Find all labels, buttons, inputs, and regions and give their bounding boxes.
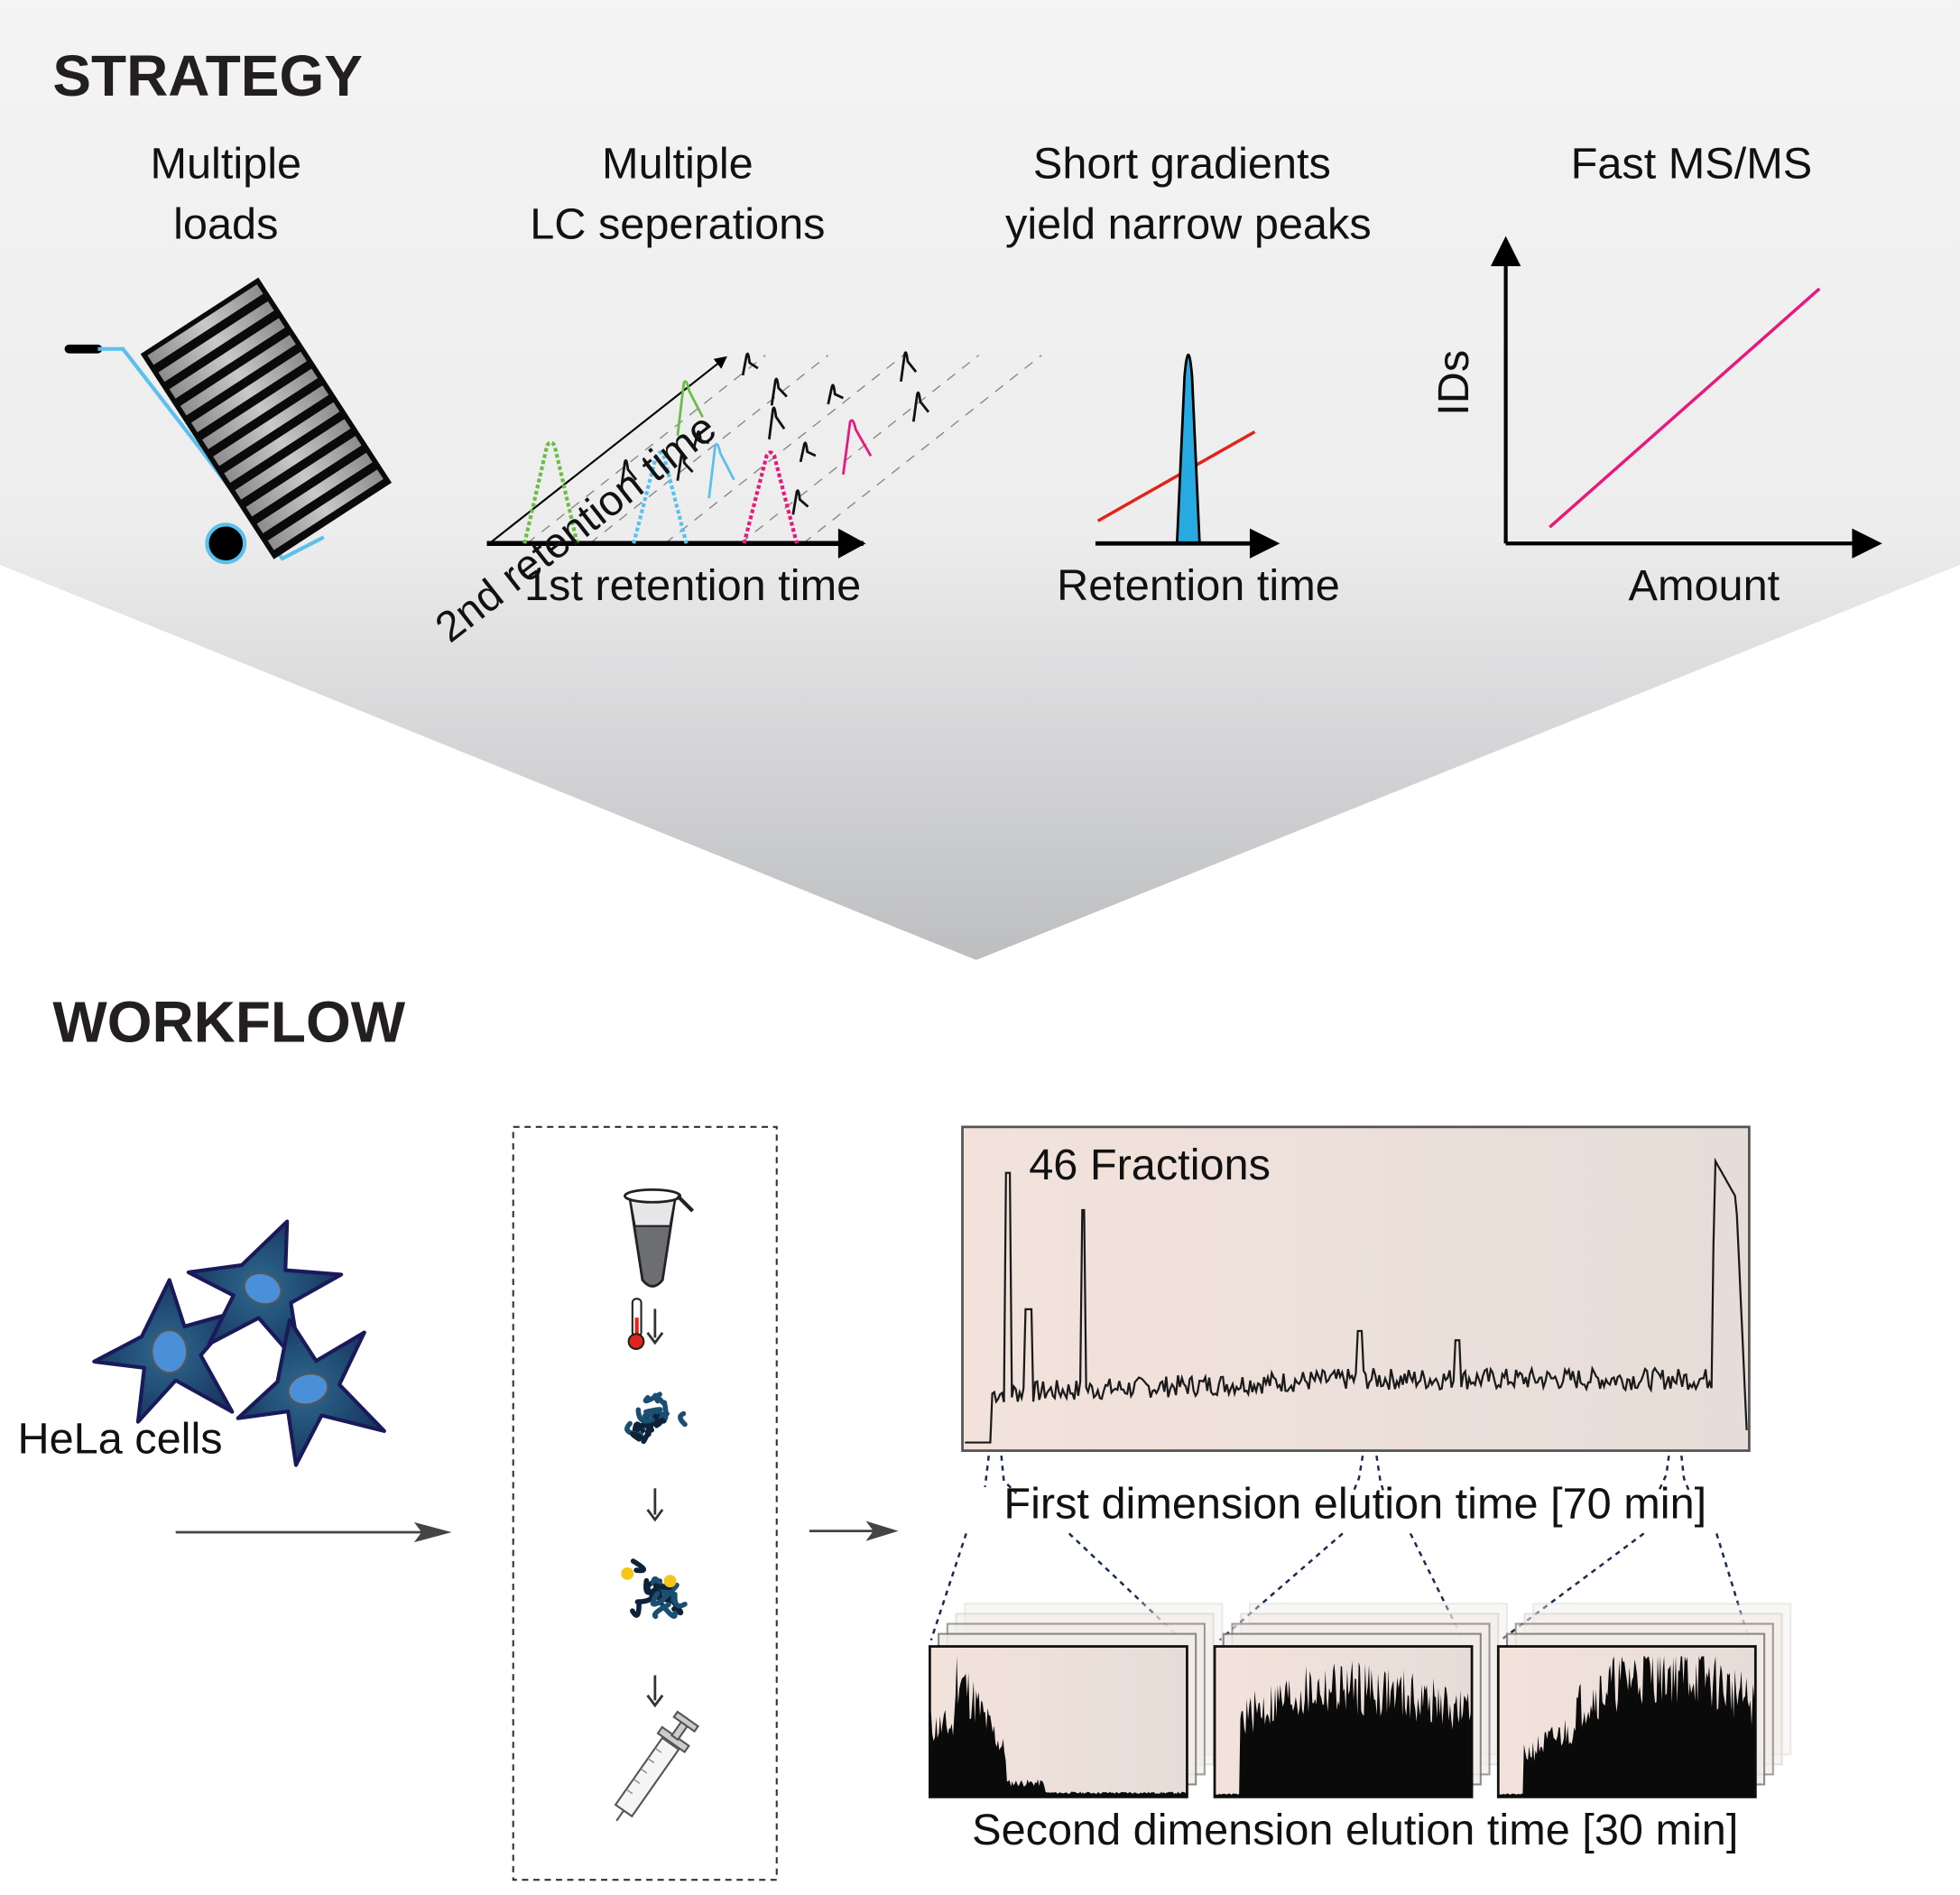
- protein-coil: [656, 1590, 677, 1606]
- chromatographic-peak: [827, 384, 845, 405]
- 2nd-retention-axis: [488, 356, 727, 545]
- flow-arrow-1-head: [413, 1521, 452, 1543]
- 1st-retention-time-label: 1st retention time: [524, 561, 861, 610]
- load-stripe: [245, 436, 362, 517]
- load-stripe: [235, 419, 351, 500]
- protein-coil: [652, 1392, 666, 1406]
- down-arrow-icon: [646, 1675, 664, 1708]
- protein-icon: [624, 1391, 688, 1445]
- amount-axis-label: Amount: [1628, 561, 1780, 610]
- protein-coil: [630, 1602, 642, 1618]
- narrow-peak-diagram: Retention time: [1057, 353, 1340, 610]
- retention-gridline: [664, 355, 904, 544]
- protein-coil: [643, 1407, 663, 1415]
- syringe-injection-icon: [614, 1710, 699, 1822]
- hand-truck-icon: [64, 277, 393, 565]
- retention-time-label: Retention time: [1057, 561, 1340, 610]
- second-dimension-axis-label: Second dimension elution time [30 min]: [972, 1806, 1738, 1854]
- load-stripe: [202, 368, 319, 449]
- strategy-background-chevron: [0, 0, 1960, 960]
- chromatographic-peak: [707, 442, 735, 499]
- load-stripe: [169, 318, 285, 399]
- chromatographic-peak: [799, 441, 817, 463]
- protein-coil: [652, 1602, 671, 1620]
- hela-cells-icon: [92, 1196, 393, 1476]
- retention-gridline: [802, 355, 1042, 544]
- load-stripe: [224, 402, 340, 484]
- chromatographic-peak: [676, 380, 704, 436]
- protein-coil: [678, 1410, 688, 1428]
- chromatographic-peak: [676, 452, 694, 481]
- load-stripe: [158, 300, 274, 383]
- panel4-title: Fast MS/MS: [1571, 140, 1813, 189]
- retention-gridline: [739, 355, 980, 544]
- second-dimension-trace: [929, 1656, 1188, 1798]
- protein-coil: [672, 1591, 688, 1609]
- protein-coil: [643, 1577, 660, 1595]
- protein-coil: [630, 1431, 643, 1442]
- heat-denaturation-thermometer-icon: [627, 1298, 645, 1351]
- chromatographic-peak: [768, 406, 786, 440]
- flow-arrow-2-head: [865, 1521, 899, 1541]
- panel1-title-line2: loads: [173, 199, 278, 248]
- second-dimension-trace: [1215, 1660, 1473, 1798]
- ids-trend-line: [1549, 287, 1821, 529]
- chromatographic-peak: [770, 377, 788, 406]
- chromatographic-peak: [842, 419, 873, 475]
- panel3-title-line2: yield narrow peaks: [1005, 199, 1372, 248]
- phospho-group-icon: [663, 1575, 677, 1588]
- panel3-title-line1: Short gradients: [1033, 140, 1331, 189]
- phospho-group-icon: [621, 1567, 634, 1580]
- protein-coil: [652, 1418, 667, 1428]
- gradient-line: [1096, 430, 1256, 522]
- chromatographic-peak: [900, 351, 918, 383]
- protein-coil: [650, 1576, 669, 1598]
- down-arrow-icon: [646, 1308, 664, 1345]
- load-stripe: [267, 469, 384, 550]
- chromatographic-peak: [619, 458, 638, 490]
- phosphopeptide-icon: [621, 1558, 688, 1620]
- retention-gridline: [526, 355, 766, 544]
- strategy-heading: STRATEGY: [52, 43, 362, 108]
- panel-titles: Multiple loads Multiple LC seperations S…: [150, 140, 1812, 249]
- protein-coil: [630, 1558, 646, 1574]
- ids-axis-label: IDs: [1429, 350, 1478, 416]
- load-stripe: [147, 284, 263, 365]
- first-dimension-peak: [522, 440, 579, 544]
- hela-cells-label: HeLa cells: [17, 1414, 222, 1463]
- first-dimension-peak: [742, 450, 800, 544]
- chromatographic-peak: [741, 352, 759, 376]
- first-dimension-trace: [965, 1157, 1748, 1444]
- panel1-title-line1: Multiple: [150, 140, 301, 189]
- narrow-peak: [1175, 353, 1201, 545]
- protein-coil: [635, 1407, 655, 1424]
- load-stripe: [190, 351, 308, 433]
- workflow-heading: WORKFLOW: [52, 989, 405, 1054]
- second-dimension-chromatograms: [928, 1603, 1792, 1798]
- first-dimension-chromatogram: 46 Fractions First dimension elution tim…: [961, 1125, 1751, 1529]
- load-stripe: [213, 385, 329, 467]
- protein-coil: [634, 1421, 652, 1437]
- down-arrow-icon: [646, 1488, 664, 1522]
- load-stripe: [180, 335, 296, 416]
- panel2-title-line1: Multiple: [602, 140, 753, 189]
- cell-lysis-tube-icon: [624, 1188, 695, 1288]
- panel2-title-line2: LC seperations: [530, 199, 825, 248]
- protein-coil: [669, 1582, 680, 1595]
- chromatographic-peak: [692, 430, 710, 448]
- first-dimension-peak: [632, 450, 689, 544]
- fractions-annotation: 46 Fractions: [1029, 1141, 1271, 1189]
- chromatographic-peak: [911, 391, 930, 422]
- load-stripe: [256, 452, 373, 534]
- retention-gridline: [589, 355, 829, 544]
- second-dimension-trace: [1498, 1656, 1756, 1798]
- ids-vs-amount-chart: IDs Amount: [1429, 236, 1882, 610]
- chromatographic-peak: [791, 489, 809, 515]
